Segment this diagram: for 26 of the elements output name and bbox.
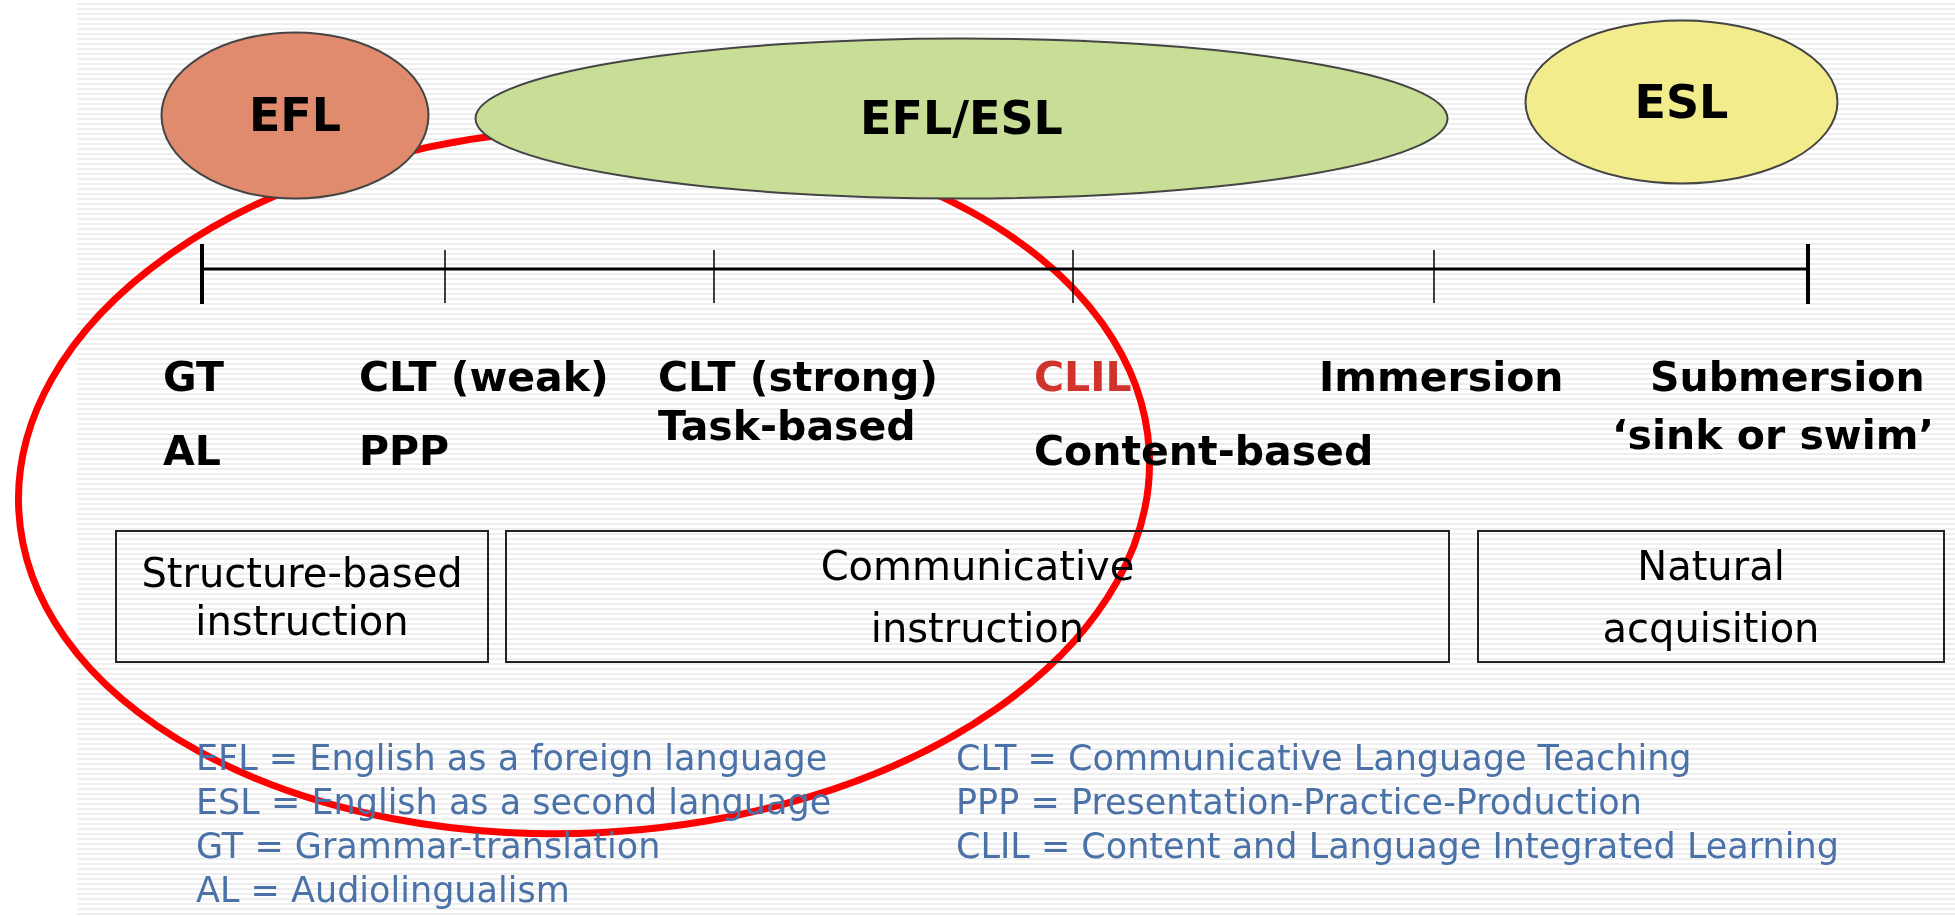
method-label: CLT (strong)	[658, 352, 939, 403]
definition-text: GT = Grammar-translation	[196, 825, 661, 868]
category-box	[505, 530, 1450, 663]
method-label: GT	[163, 352, 224, 403]
category-ellipse	[160, 31, 430, 200]
method-label: Immersion	[1319, 352, 1564, 403]
category-ellipse	[1524, 19, 1839, 185]
category-box	[115, 530, 489, 663]
box-label: Structure-based instruction	[140, 548, 464, 645]
method-label: CLIL	[1034, 352, 1132, 403]
method-label: ‘sink or swim’	[1612, 410, 1935, 461]
method-label: AL	[163, 426, 221, 477]
definition-text: AL = Audiolingualism	[196, 869, 570, 912]
ellipse-label: EFL/ESL	[860, 90, 1063, 147]
definition-text: CLT = Communicative Language Teaching	[956, 737, 1692, 780]
ellipse-label: ESL	[1634, 73, 1729, 131]
definition-text: PPP = Presentation-Practice-Production	[956, 781, 1642, 824]
category-box	[1477, 530, 1945, 663]
method-label: PPP	[359, 426, 450, 477]
definition-text: CLIL = Content and Language Integrated Learning	[956, 825, 1839, 868]
method-label: CLT (weak)	[359, 352, 609, 403]
method-label: Submersion	[1650, 352, 1925, 403]
ellipse-label: EFL	[248, 87, 342, 144]
method-label: Task-based	[658, 401, 916, 452]
category-ellipse	[474, 37, 1449, 200]
box-label: Natural acquisition	[1601, 541, 1821, 653]
